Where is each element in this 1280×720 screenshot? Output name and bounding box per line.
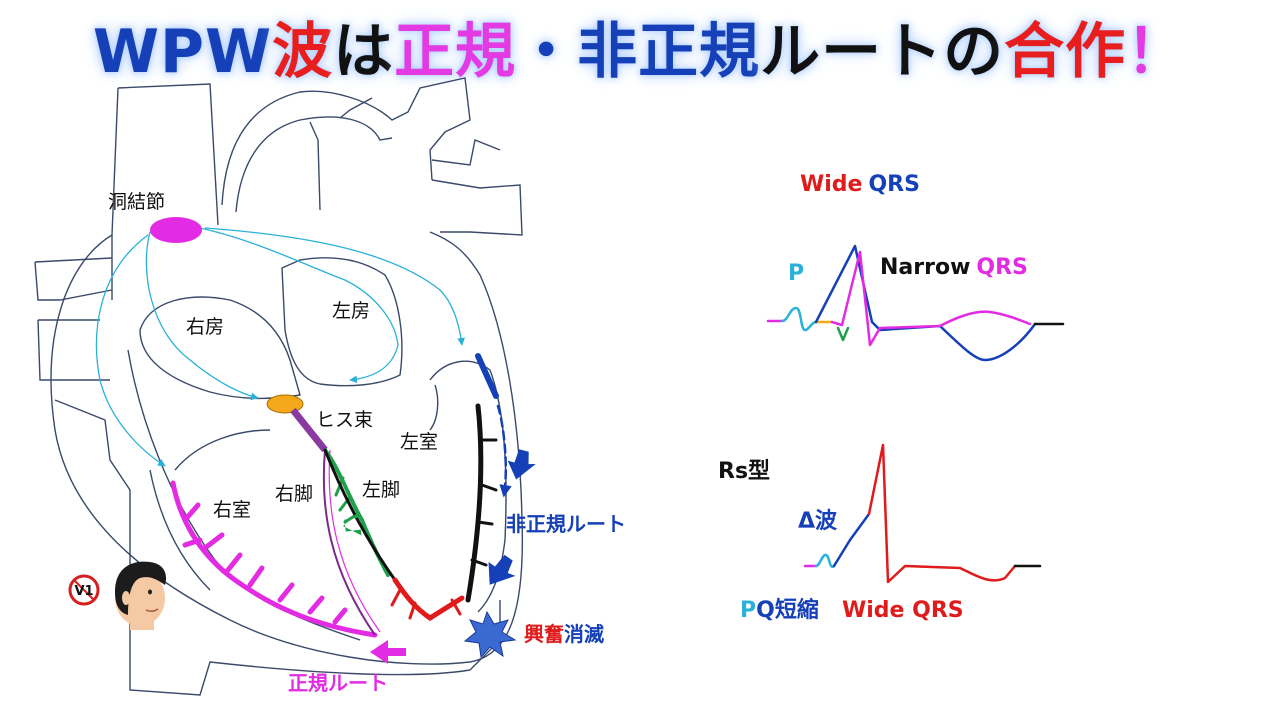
accessory-direction-arrow-upper bbox=[507, 449, 536, 480]
ecg-top-qrs-word: QRS bbox=[868, 172, 920, 197]
pq-short-rest: Q短縮 bbox=[756, 597, 819, 623]
delta-wave-label: Δ波 bbox=[798, 509, 838, 534]
title-part-0: WPW bbox=[92, 17, 273, 87]
left-bundle-arrow bbox=[343, 511, 362, 536]
left-bundle-label: 左脚 bbox=[362, 479, 400, 501]
pq-short-label: PQ短縮 bbox=[740, 597, 819, 623]
collision-label-part1: 興奮 bbox=[524, 622, 564, 646]
normal-route-path bbox=[170, 480, 378, 638]
left-ventricle-label: 左室 bbox=[400, 431, 438, 453]
person-face-icon bbox=[115, 561, 167, 630]
ecg-bottom-wide-qrs-label: Wide QRS bbox=[842, 598, 964, 623]
title-part-6: ルートの bbox=[760, 17, 1005, 87]
his-bundle-label: ヒス束 bbox=[316, 409, 373, 431]
ecg-top-p-label: P bbox=[788, 261, 804, 286]
title-part-8: ！ bbox=[1126, 17, 1188, 87]
collision-label-part2: 消滅 bbox=[564, 622, 604, 646]
internodal-pathways bbox=[95, 227, 465, 467]
his-bundle-path bbox=[290, 407, 328, 453]
v1-badge: V1 bbox=[68, 574, 100, 606]
collision-label: 興奮消滅 bbox=[524, 622, 604, 646]
av-node bbox=[266, 394, 304, 414]
right-bundle-thin2 bbox=[328, 449, 381, 633]
collision-star bbox=[463, 610, 517, 659]
ecg-bottom bbox=[803, 443, 1042, 584]
normal-route-label: 正規ルート bbox=[288, 671, 388, 695]
right-bundle-thin bbox=[322, 449, 376, 636]
left-bundle-path bbox=[323, 448, 465, 621]
title-part-2: は bbox=[333, 17, 395, 87]
ecg-top bbox=[766, 244, 1065, 362]
title-part-4: ・ bbox=[516, 17, 578, 87]
accessory-route-label: 非正規ルート bbox=[506, 512, 626, 536]
title-part-1: 波 bbox=[272, 17, 334, 87]
v1-label: V1 bbox=[74, 584, 93, 599]
accessory-route-path bbox=[465, 353, 512, 603]
right-ventricle-label: 右室 bbox=[213, 499, 251, 521]
sa-node-label: 洞結節 bbox=[108, 191, 165, 213]
ecg-top-wide-word: Wide bbox=[800, 172, 862, 197]
title-part-3: 正規 bbox=[394, 17, 517, 87]
ecg-top-narrow-word: Narrow bbox=[880, 255, 970, 280]
left-atrium-label: 左房 bbox=[332, 300, 370, 322]
normal-route-arrow bbox=[370, 640, 406, 664]
pq-short-p: P bbox=[740, 598, 756, 623]
right-atrium-label: 右房 bbox=[186, 316, 224, 338]
heart-outline bbox=[34, 77, 524, 696]
page-title: WPW波は正規・非正規ルートの合作！ bbox=[0, 8, 1280, 96]
accessory-direction-arrow-lower bbox=[488, 554, 516, 585]
title-part-5: 非正規 bbox=[577, 17, 761, 87]
right-bundle-label: 右脚 bbox=[275, 483, 313, 505]
rs-type-label: Rs型 bbox=[718, 459, 770, 484]
ecg-top-qrs2-word: QRS bbox=[976, 255, 1028, 280]
sa-node bbox=[150, 217, 202, 243]
title-part-7: 合作 bbox=[1004, 17, 1127, 87]
